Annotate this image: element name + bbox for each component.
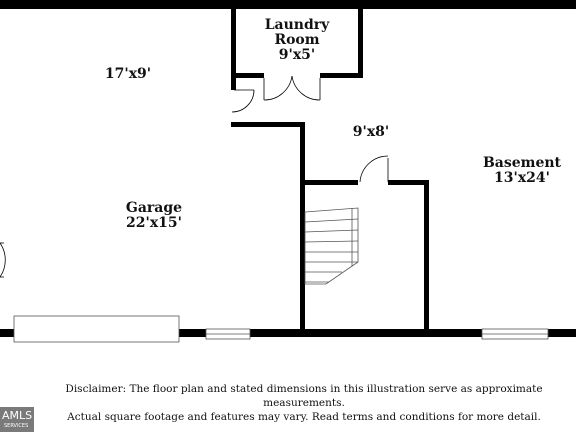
laundry-left-wall xyxy=(231,0,236,78)
laundry-right-wall xyxy=(358,0,363,78)
garage-label: Garage 22'x15' xyxy=(104,201,204,231)
interior-wall-vertical xyxy=(300,122,305,334)
laundry-dims: 9'x5' xyxy=(278,47,316,63)
laundry-bottom-wall-right xyxy=(320,73,363,78)
garage-laundry-door xyxy=(231,89,255,113)
logo-subtext: SERVICES xyxy=(4,423,29,429)
bottom-wall xyxy=(0,329,576,337)
stair-room-right-wall xyxy=(424,180,429,334)
laundry-left-wall-lower xyxy=(231,78,236,90)
stair-room-top-left-wall xyxy=(300,180,358,185)
garage-door xyxy=(13,315,180,343)
logo-text: AMLS xyxy=(2,409,33,422)
upper-left-room-label: 17'x9' xyxy=(86,67,170,82)
basement-name: Basement xyxy=(482,155,562,171)
window-left xyxy=(205,328,251,340)
laundry-name-line1: Laundry xyxy=(264,17,330,33)
stair-room-door xyxy=(359,155,389,183)
disclaimer-line2: Actual square footage and features may v… xyxy=(67,411,541,423)
interior-wall-horizontal xyxy=(231,122,305,127)
garage-name: Garage xyxy=(125,200,183,216)
disclaimer-line1: Disclaimer: The floor plan and stated di… xyxy=(65,383,543,409)
stair-area-label: 9'x8' xyxy=(336,125,406,140)
stair-area-dims: 9'x8' xyxy=(352,124,390,140)
basement-label: Basement 13'x24' xyxy=(470,156,574,186)
window-right xyxy=(481,328,549,340)
upper-left-dims: 17'x9' xyxy=(104,66,152,82)
amls-logo: AMLS SERVICES xyxy=(0,407,34,432)
laundry-room-label: Laundry Room 9'x5' xyxy=(251,18,343,63)
stair-room-top-right-wall xyxy=(388,180,429,185)
laundry-name-line2: Room xyxy=(274,32,320,48)
staircase xyxy=(304,207,359,285)
top-wall xyxy=(0,0,576,9)
basement-dims: 13'x24' xyxy=(494,170,550,186)
garage-dims: 22'x15' xyxy=(126,215,182,231)
garage-side-door xyxy=(0,242,6,278)
laundry-double-door xyxy=(263,75,321,101)
disclaimer: Disclaimer: The floor plan and stated di… xyxy=(30,382,576,424)
laundry-bottom-wall-left xyxy=(231,73,264,78)
